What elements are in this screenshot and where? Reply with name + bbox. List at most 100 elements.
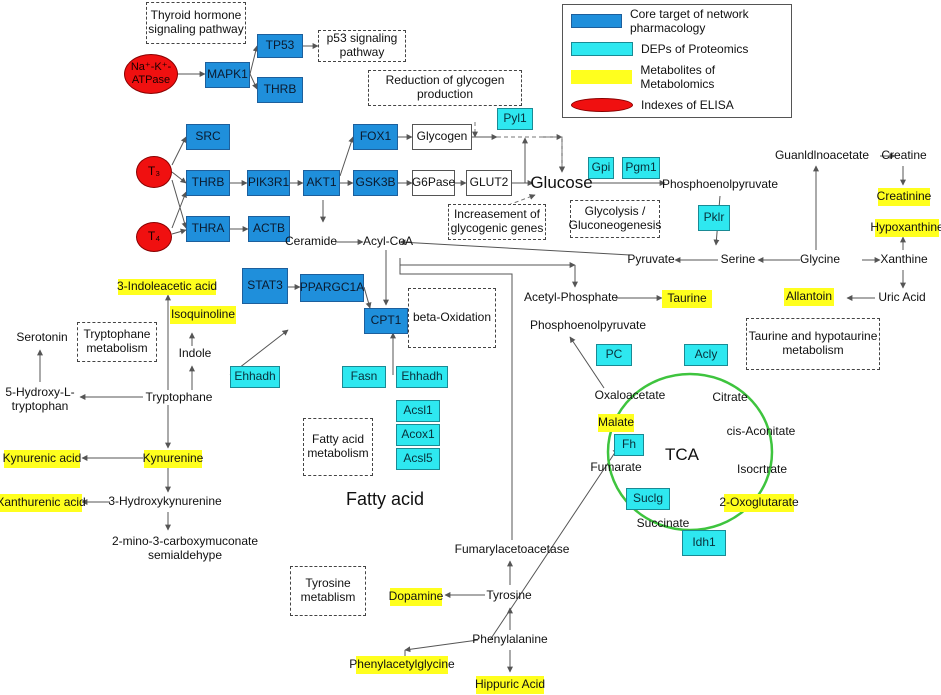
succinate-label: Succinate: [636, 516, 690, 531]
legend-deps: DEPs of Proteomics: [571, 41, 748, 57]
guanidinoacetate-label: Guanldlnoacetate: [774, 148, 870, 163]
edge: [363, 286, 372, 309]
phosphoenolpyruvate-label: Phosphoenolpyruvate: [661, 177, 779, 192]
dashed-edge: [497, 136, 565, 173]
p53-pathway-box: p53 signaling pathway: [318, 30, 406, 62]
hydroxykynurenine-label: 3-Hydroxykynurenine: [108, 494, 222, 509]
acsl5-node: Acsl5: [396, 448, 440, 470]
glycogen-node: Glycogen: [412, 124, 472, 150]
citrate-label: Citrate: [712, 390, 748, 405]
glycogenic-genes-box: Increasement of glycogenic genes: [448, 204, 546, 240]
xanthine-label: Xanthine: [880, 252, 928, 267]
creatinine-node: Creatinine: [877, 188, 931, 206]
na-k-atpase-node: Na⁺-K⁺-ATPase: [124, 54, 178, 94]
mapk1-node: MAPK1: [205, 62, 250, 88]
edge: [339, 136, 355, 177]
edge: [399, 239, 631, 256]
xanthurenic-node: Xanthurenic acid: [0, 494, 86, 512]
cpt1-node: CPT1: [364, 308, 408, 334]
allantoin-node: Allantoin: [784, 288, 834, 306]
thra-node: THRA: [186, 216, 230, 242]
pc-node: PC: [596, 344, 632, 366]
legend-metabolites: Metabolites of Metabolomics: [571, 63, 791, 91]
tryptophane-label: Tryptophane: [145, 390, 213, 405]
hippuric-node: Hippuric Acid: [475, 676, 545, 694]
uric-acid-label: Uric Acid: [878, 290, 926, 305]
legend-elisa: Indexes of ELISA: [571, 97, 734, 113]
thyroid-pathway-box: Thyroid hormone signaling pathway: [146, 2, 246, 44]
oxaloacetate-label: Oxaloacetate: [594, 388, 666, 403]
legend-core-target: Core target of network pharmacology: [571, 7, 791, 35]
acsl1-node: Acsl1: [396, 400, 440, 422]
fh-node: Fh: [614, 434, 644, 456]
edge: [171, 191, 187, 229]
acetyl-phosphate-label: Acetyl-Phosphate: [523, 290, 619, 305]
phenylalanine-label: Phenylalanine: [472, 632, 548, 647]
hypoxanthine-node: Hypoxanthine: [870, 219, 941, 237]
ppargc1a-node: PPARGC1A: [300, 274, 364, 302]
thrb-node: THRB: [186, 170, 230, 196]
src-node: SRC: [186, 124, 230, 150]
tp53-node: TP53: [257, 34, 303, 58]
edge: [171, 228, 187, 235]
fox1-node: FOX1: [353, 124, 398, 150]
ceramide-label: Ceramide: [284, 234, 338, 249]
dopamine-node: Dopamine: [389, 588, 443, 606]
tryptophane-metabolism-box: Tryptophane metabolism: [77, 322, 157, 362]
legend-swatch-blue: [571, 14, 622, 28]
idh1-node: Idh1: [682, 530, 726, 556]
legend-label: Indexes of ELISA: [641, 98, 734, 112]
acyl-coa-label: Acyl-CoA: [363, 234, 414, 249]
beta-oxidation-box: beta-Oxidation: [408, 288, 496, 348]
fumarylacetoacetase-label: Fumarylacetoacetase: [454, 542, 570, 557]
legend: Core target of network pharmacology DEPs…: [562, 4, 792, 118]
t3-node: T₃: [136, 156, 172, 188]
legend-swatch-yellow: [571, 70, 633, 84]
tyrosine-metabolism-box: Tyrosine metablism: [290, 566, 366, 616]
isocitrate-label: Isocrtrate: [736, 462, 787, 477]
serine-label: Serine: [720, 252, 756, 267]
legend-label: Core target of network pharmacology: [629, 7, 749, 35]
semialdehyde-label: 2-mino-3-carboxymuconate semialdehype: [111, 534, 259, 562]
ehhadh-left-node: Ehhadh: [230, 366, 280, 388]
pyl1-node: Pyl1: [497, 108, 533, 130]
fatty-acid-metabolism-box: Fatty acid metabolism: [303, 418, 373, 476]
t4-node: T₄: [136, 222, 172, 252]
legend-swatch-cyan: [571, 42, 633, 56]
glut2-node: GLUT2: [466, 170, 512, 196]
suclg-node: Suclg: [626, 488, 670, 510]
legend-label: DEPs of Proteomics: [641, 42, 749, 56]
pik3r1-node: PIK3R1: [247, 170, 290, 196]
gpi-node: Gpi: [588, 157, 614, 179]
malate-node: Malate: [598, 414, 634, 432]
tca-label: TCA: [665, 445, 699, 465]
pyruvate-label: Pyruvate: [627, 252, 675, 267]
creatine-label: Creatine: [881, 148, 927, 163]
acly-node: Acly: [684, 344, 728, 366]
g6pase-node: G6Pase: [412, 170, 455, 196]
ehhadh-node: Ehhadh: [396, 366, 448, 388]
tyrosine-label: Tyrosine: [486, 588, 532, 603]
hydroxy-tryptophan-label: 5-Hydroxy-L-tryptophan: [5, 385, 75, 413]
fatty-acid-label: Fatty acid: [345, 488, 425, 509]
akt1-node: AKT1: [303, 170, 340, 196]
edge: [171, 136, 187, 166]
indole-label: Indole: [178, 346, 212, 361]
oxoglutarate-node: 2-Oxoglutarate: [719, 494, 799, 512]
stat3-node: STAT3: [242, 268, 288, 304]
thrb-top-node: THRB: [257, 77, 303, 103]
legend-swatch-red: [571, 98, 633, 112]
kynurenic-node: Kynurenic acid: [3, 450, 81, 468]
edge: [249, 73, 258, 90]
fasn-node: Fasn: [342, 366, 386, 388]
glucose-label: Glucose: [530, 173, 593, 193]
edge: [171, 171, 187, 184]
glycogen-reduction-box: Reduction of glycogen production: [368, 70, 522, 106]
phosphoenolpyruvate-tca-label: Phosphoenolpyruvate: [529, 318, 647, 333]
isoquinoline-node: Isoquinoline: [170, 306, 236, 324]
kynurenine-node: Kynurenine: [143, 450, 203, 468]
edge: [569, 336, 605, 389]
glycine-label: Glycine: [799, 252, 840, 267]
